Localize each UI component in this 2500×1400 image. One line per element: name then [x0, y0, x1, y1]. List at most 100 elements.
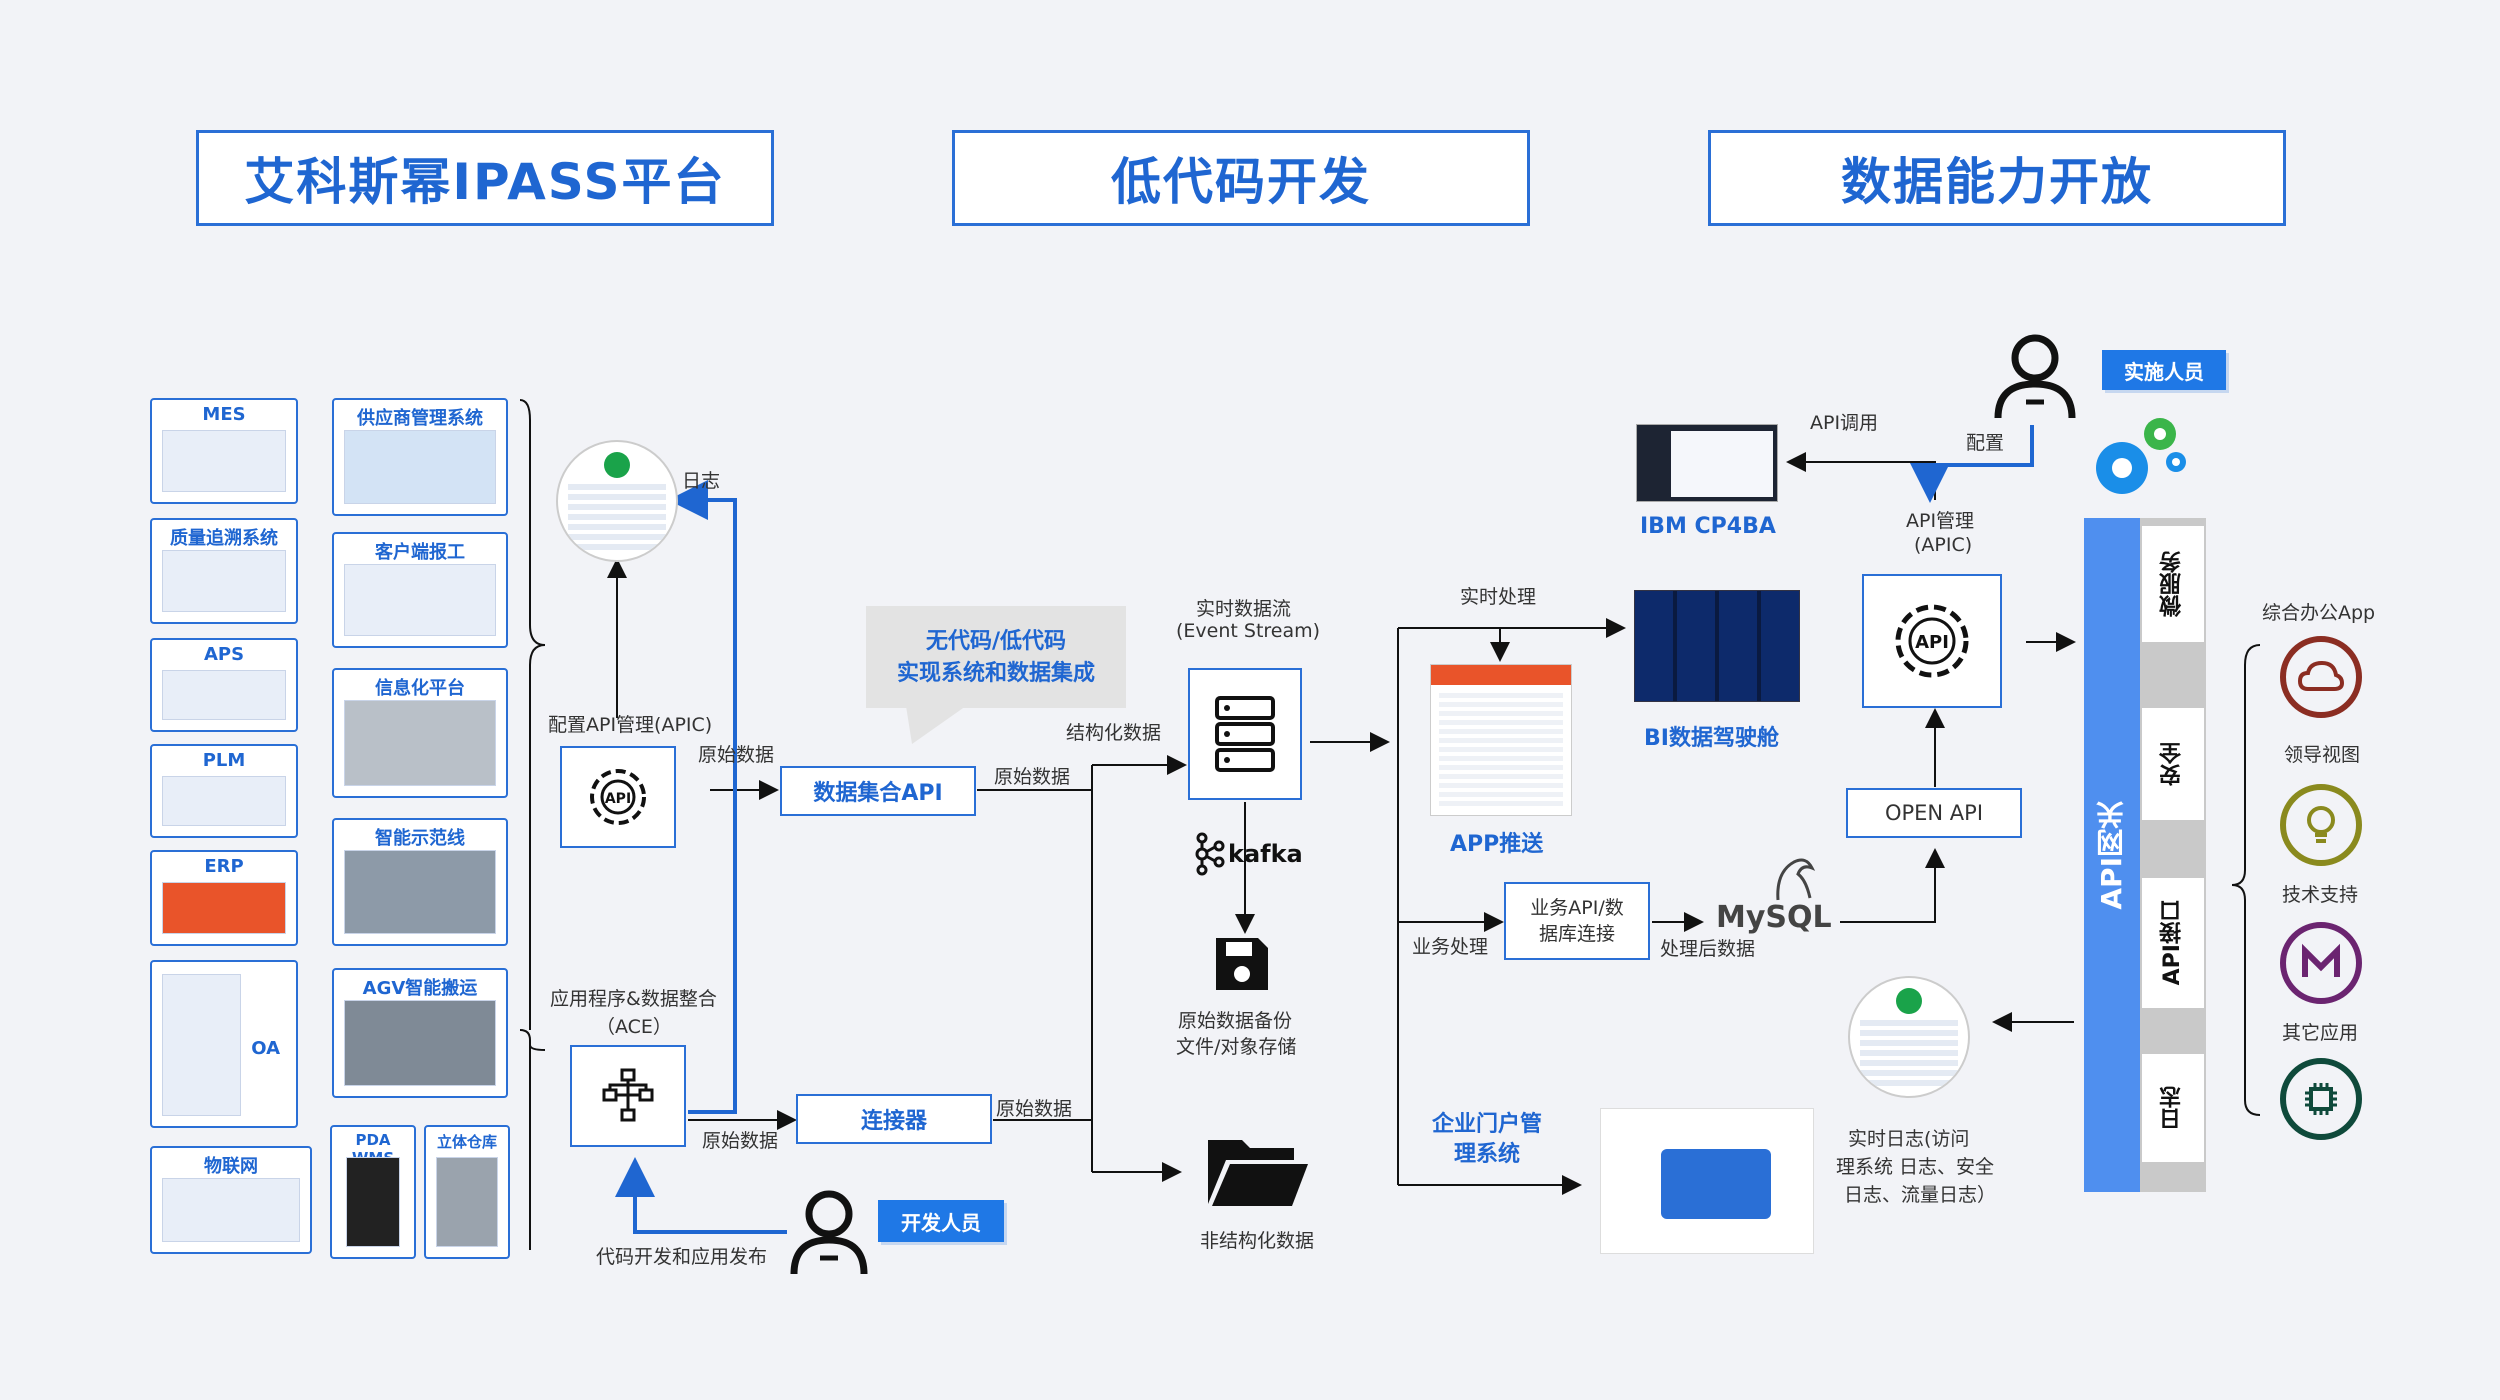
- gateway-segment-log[interactable]: 日志: [2142, 1054, 2204, 1162]
- raw-data-label: 原始数据: [996, 1098, 1073, 1120]
- business-process-label: 业务处理: [1412, 936, 1489, 958]
- ace-box[interactable]: [570, 1045, 686, 1147]
- connector-box[interactable]: 连接器: [796, 1094, 992, 1144]
- system-card-iot[interactable]: 物联网: [150, 1146, 312, 1254]
- gateway-segment-microservice[interactable]: 微服务: [2142, 526, 2204, 642]
- raw-data-label: 原始数据: [994, 766, 1071, 788]
- svg-text:API: API: [605, 791, 631, 807]
- system-card-3d-warehouse[interactable]: 立体仓库: [424, 1125, 510, 1259]
- system-label: APS: [203, 644, 245, 665]
- screenshot-thumbnail: [162, 550, 286, 612]
- system-card-demo-line[interactable]: 智能示范线: [332, 818, 508, 946]
- screenshot-thumbnail: [162, 1178, 300, 1242]
- api-gateway-bar: API网关: [2084, 518, 2140, 1192]
- screenshot-thumbnail: [162, 670, 286, 720]
- system-label: 信息化平台: [375, 678, 465, 699]
- system-card-erp[interactable]: ERP: [150, 850, 298, 946]
- gears-icon: [2096, 418, 2186, 494]
- bi-dashboard-screenshot: [1634, 590, 1800, 702]
- backup-sub-label: 文件/对象存储: [1176, 1036, 1297, 1058]
- biz-api-line-2: 据库连接: [1538, 923, 1615, 945]
- system-card-client-report[interactable]: 客户端报工: [332, 532, 508, 648]
- open-api-box[interactable]: OPEN API: [1846, 788, 2022, 838]
- system-card-agv[interactable]: AGV智能搬运: [332, 968, 508, 1098]
- system-card-oa[interactable]: OA: [150, 960, 298, 1128]
- folder-icon: [1208, 1140, 1308, 1206]
- log-label: 日志: [682, 470, 721, 492]
- api-management-box[interactable]: API: [1862, 574, 2002, 708]
- ibm-label: IBM CP4BA: [1640, 514, 1776, 539]
- api-gateway-title: API网关: [2095, 800, 2128, 910]
- right-app-label: 其它应用: [2282, 1022, 2359, 1044]
- system-label: 立体仓库: [436, 1133, 497, 1151]
- floppy-disk-icon: [1216, 938, 1268, 990]
- callout-line-1: 无代码/低代码: [925, 629, 1067, 654]
- dolphin-icon: [1776, 858, 1816, 901]
- system-label: AGV智能搬运: [362, 978, 478, 999]
- system-card-supplier[interactable]: 供应商管理系统: [332, 398, 508, 516]
- svg-text:API: API: [1915, 632, 1949, 653]
- event-stream-sub-label: (Event Stream): [1176, 620, 1321, 642]
- chip-icon[interactable]: [2280, 1058, 2362, 1140]
- right-app-label: 领导视图: [2284, 744, 2361, 766]
- system-label: MES: [202, 404, 246, 425]
- realtime-log-line-3: 日志、流量日志）: [1844, 1184, 1997, 1206]
- system-card-aps[interactable]: APS: [150, 638, 298, 732]
- screenshot-thumbnail: [162, 776, 286, 826]
- flowchart-icon: [602, 1068, 654, 1122]
- system-label: 供应商管理系统: [357, 408, 483, 429]
- system-card-pda-wms[interactable]: PDA WMS: [330, 1125, 416, 1259]
- system-card-plm[interactable]: PLM: [150, 744, 298, 838]
- bi-dashboard-label: BI数据驾驶舱: [1644, 726, 1779, 751]
- biz-api-box[interactable]: 业务API/数 据库连接: [1504, 882, 1650, 960]
- system-label: PLM: [202, 750, 246, 771]
- api-gateway[interactable]: API网关 微服务 安全 API接口 日志: [2084, 518, 2206, 1192]
- system-label: OA: [251, 1038, 280, 1059]
- config-api-label: 配置API管理(APIC): [548, 714, 713, 736]
- header-ipass: 艾科斯幂IPASS平台: [196, 130, 774, 226]
- photo-thumbnail: [344, 850, 496, 934]
- app-push-label: APP推送: [1450, 832, 1544, 857]
- system-card-info-platform[interactable]: 信息化平台: [332, 668, 508, 798]
- api-gear-icon: API: [1895, 604, 1969, 678]
- api-management-sub-label: (APIC): [1914, 534, 1973, 556]
- portal-screenshot: [1600, 1108, 1814, 1254]
- event-stream-box[interactable]: [1188, 668, 1302, 800]
- portal-label: 企业门户管 理系统: [1432, 1110, 1542, 1170]
- screenshot-thumbnail: [162, 430, 286, 492]
- system-label: 质量追溯系统: [170, 528, 278, 549]
- header-data-open: 数据能力开放: [1708, 130, 2286, 226]
- device-thumbnail: [346, 1157, 400, 1247]
- log-monitor: [556, 440, 678, 562]
- apic-box[interactable]: API: [560, 746, 676, 848]
- screenshot-thumbnail: [162, 882, 286, 934]
- system-card-mes[interactable]: MES: [150, 398, 298, 504]
- photo-thumbnail: [344, 700, 496, 786]
- portal-line-1: 企业门户管: [1432, 1112, 1543, 1137]
- gateway-segment-api[interactable]: API接口: [2142, 878, 2204, 1008]
- structured-data-label: 结构化数据: [1066, 722, 1162, 744]
- implementer-badge: 实施人员: [2102, 350, 2226, 390]
- system-label: 物联网: [204, 1156, 258, 1177]
- developer-person-icon: [790, 1190, 868, 1275]
- api-gear-icon: API: [590, 769, 646, 825]
- callout-tail: [906, 706, 966, 744]
- m-logo-icon[interactable]: [2280, 922, 2362, 1004]
- realtime-log-line-2: 理系统 日志、安全: [1836, 1156, 1995, 1178]
- screenshot-thumbnail: [162, 974, 241, 1116]
- lightbulb-icon[interactable]: [2280, 784, 2362, 866]
- realtime-log-monitor: [1848, 976, 1970, 1098]
- data-api-box[interactable]: 数据集合API: [780, 766, 976, 816]
- app-push-screenshot: [1430, 664, 1572, 816]
- realtime-process-label: 实时处理: [1460, 586, 1537, 608]
- kafka-label: kafka: [1228, 840, 1303, 868]
- system-label: 智能示范线: [375, 828, 465, 849]
- cloud-icon[interactable]: [2280, 636, 2362, 718]
- photo-thumbnail: [436, 1157, 498, 1247]
- gateway-segment-security[interactable]: 安全: [2142, 708, 2204, 820]
- system-card-quality[interactable]: 质量追溯系统: [150, 518, 298, 624]
- screenshot-thumbnail: [344, 564, 496, 636]
- realtime-log-line-1: 实时日志(访问: [1848, 1128, 1970, 1150]
- implementer-person-icon: [1994, 334, 2076, 419]
